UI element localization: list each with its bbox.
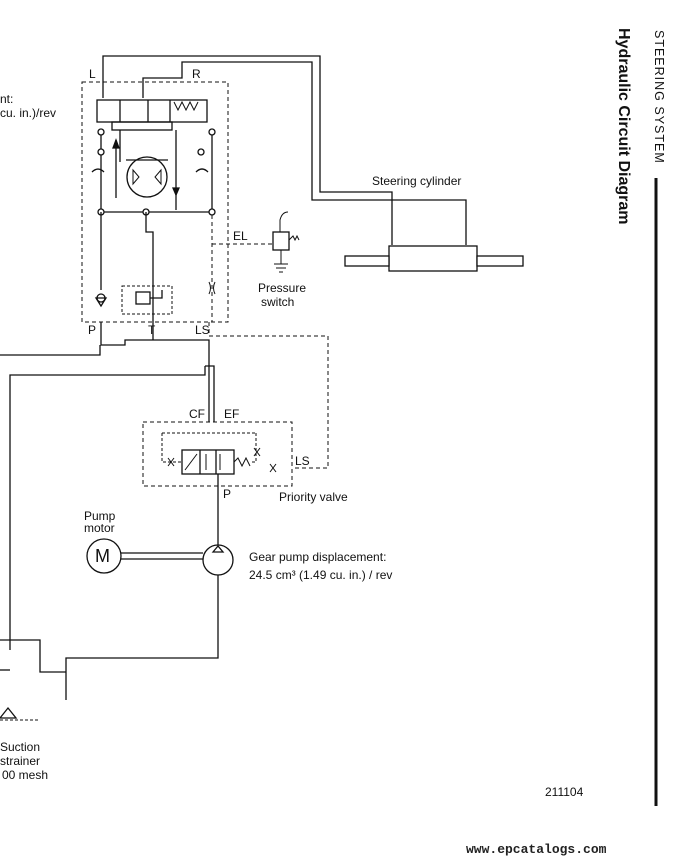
section-title: STEERING SYSTEM xyxy=(652,30,666,164)
line-LS-to-priority xyxy=(208,322,329,469)
port-L-label: L xyxy=(89,67,96,81)
steering-unit-housing xyxy=(81,81,229,323)
port-T-label: T xyxy=(148,323,156,337)
gear-pump-label-1: Gear pump displacement: xyxy=(249,550,387,564)
return-line-left xyxy=(0,345,101,356)
steering-cylinder-label: Steering cylinder xyxy=(372,174,462,188)
suction-strainer xyxy=(0,706,18,719)
line-L-to-cylinder xyxy=(102,55,393,245)
suction-label-3: 00 mesh xyxy=(2,768,49,782)
pump-motor xyxy=(86,538,122,574)
motor-symbol: M xyxy=(95,546,110,566)
pressure-switch-label-2: switch xyxy=(261,295,295,309)
suction-label-2: strainer xyxy=(0,754,41,768)
pump-motor-label-2: motor xyxy=(84,521,115,535)
partial-label-2: cu. in.)/rev xyxy=(0,106,57,120)
port-CF-label: CF xyxy=(189,407,205,421)
partial-label-1: nt: xyxy=(0,92,14,106)
port-P-valve-label: P xyxy=(223,487,232,501)
pump-motor-label-1: Pump xyxy=(84,509,116,523)
pressure-switch-label-1: Pressure xyxy=(258,281,307,295)
line-R-to-cylinder xyxy=(142,61,467,245)
gear-pump-label-2: 24.5 cm³ (1.49 cu. in.) / rev xyxy=(249,568,393,582)
relief-valve xyxy=(121,285,173,315)
figure-number: 211104 xyxy=(545,785,584,799)
cylinder-rod-left xyxy=(344,255,390,267)
port-LS-right-label: LS xyxy=(295,454,310,468)
suction-label-1: Suction xyxy=(0,740,41,754)
port-R-label: R xyxy=(192,67,201,81)
pressure-switch xyxy=(272,231,290,251)
suction-line xyxy=(65,575,219,700)
watermark: www.epcatalogs.com xyxy=(466,842,607,857)
steering-cylinder xyxy=(388,245,478,272)
line-T-internal xyxy=(145,212,154,322)
cylinder-rod-right xyxy=(476,255,524,267)
port-EL-label: EL xyxy=(233,229,248,243)
drive-shaft xyxy=(121,552,203,560)
port-LS-top-label: LS xyxy=(195,323,210,337)
metering-rotor xyxy=(126,156,168,198)
priority-valve-label: Priority valve xyxy=(279,490,348,504)
port-P-top-label: P xyxy=(88,323,97,337)
page-title: Hydraulic Circuit Diagram xyxy=(615,28,632,225)
steering-internal-frame xyxy=(100,130,213,213)
port-EF-label: EF xyxy=(224,407,240,421)
priority-valve-spool xyxy=(181,449,235,475)
line-P-to-priority xyxy=(100,322,210,422)
